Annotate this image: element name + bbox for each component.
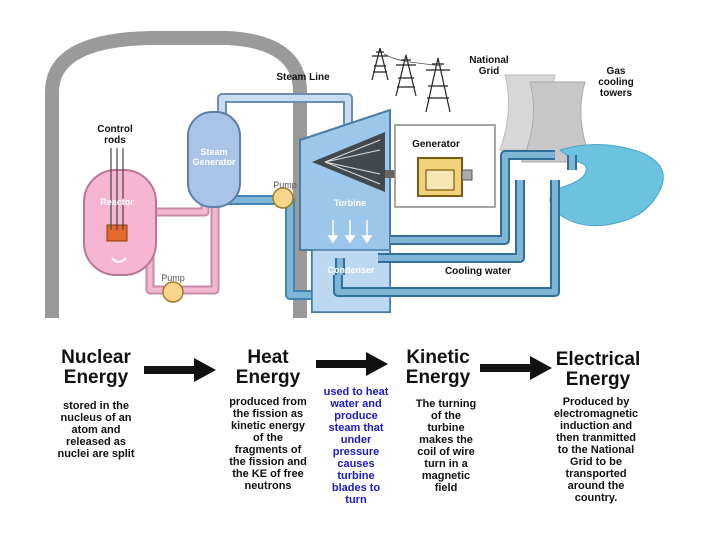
control-rods-icon xyxy=(110,148,124,230)
condenser-box xyxy=(311,249,391,313)
label-cooling-water: Cooling water xyxy=(444,266,512,277)
stage-description-nuclear: stored in the nucleus of an atom and rel… xyxy=(57,400,135,460)
power-station-diagram xyxy=(45,31,664,318)
stage-heading-nuclear: Nuclear Energy xyxy=(61,347,131,388)
arrow-kinetic-to-electrical xyxy=(480,356,552,380)
turbine-down-arrows xyxy=(327,220,373,244)
pylon-1-icon xyxy=(371,47,389,81)
containment-building xyxy=(45,31,307,318)
stage-heading-kinetic: Kinetic Energy xyxy=(405,347,471,388)
power-lines xyxy=(383,53,443,67)
label-steam-line: Steam Line xyxy=(276,72,330,83)
label-gas-cooling-towers: Gas cooling towers xyxy=(598,66,634,99)
reactor-flow-arrow xyxy=(111,257,127,263)
pump-top xyxy=(272,187,294,209)
label-steam-generator: Steam Generator xyxy=(192,147,236,167)
stage-heading-electrical: Electrical Energy xyxy=(555,349,641,390)
steam-generator-vessel xyxy=(187,111,241,208)
label-generator: Generator xyxy=(412,139,460,150)
label-national-grid: National Grid xyxy=(469,55,509,77)
arrow-heat-to-kinetic xyxy=(316,352,388,376)
pylon-3-icon xyxy=(425,57,451,113)
label-condenser: Condenser xyxy=(327,265,375,275)
label-reactor: Reactor xyxy=(100,197,134,207)
reactor-vessel xyxy=(83,169,157,276)
steam-note: used to heat water and produce steam tha… xyxy=(323,386,389,506)
stage-description-heat: produced from the fission as kinetic ene… xyxy=(229,396,307,492)
label-turbine: Turbine xyxy=(333,198,367,208)
stage-heading-heat: Heat Energy xyxy=(235,347,301,388)
label-control-rods: Control rods xyxy=(97,124,133,146)
label-pump-bottom: Pump xyxy=(161,273,185,283)
label-pump-top: Pump xyxy=(273,180,297,190)
pylon-2-icon xyxy=(395,54,417,97)
arrow-nuclear-to-heat xyxy=(144,358,216,382)
pump-bottom xyxy=(162,281,184,303)
stage-description-electrical: Produced by electromagnetic induction an… xyxy=(553,396,639,504)
stage-description-kinetic: The turning of the turbine makes the coi… xyxy=(415,398,477,494)
water-body xyxy=(549,144,664,227)
turbine-blades-icon xyxy=(312,132,385,192)
